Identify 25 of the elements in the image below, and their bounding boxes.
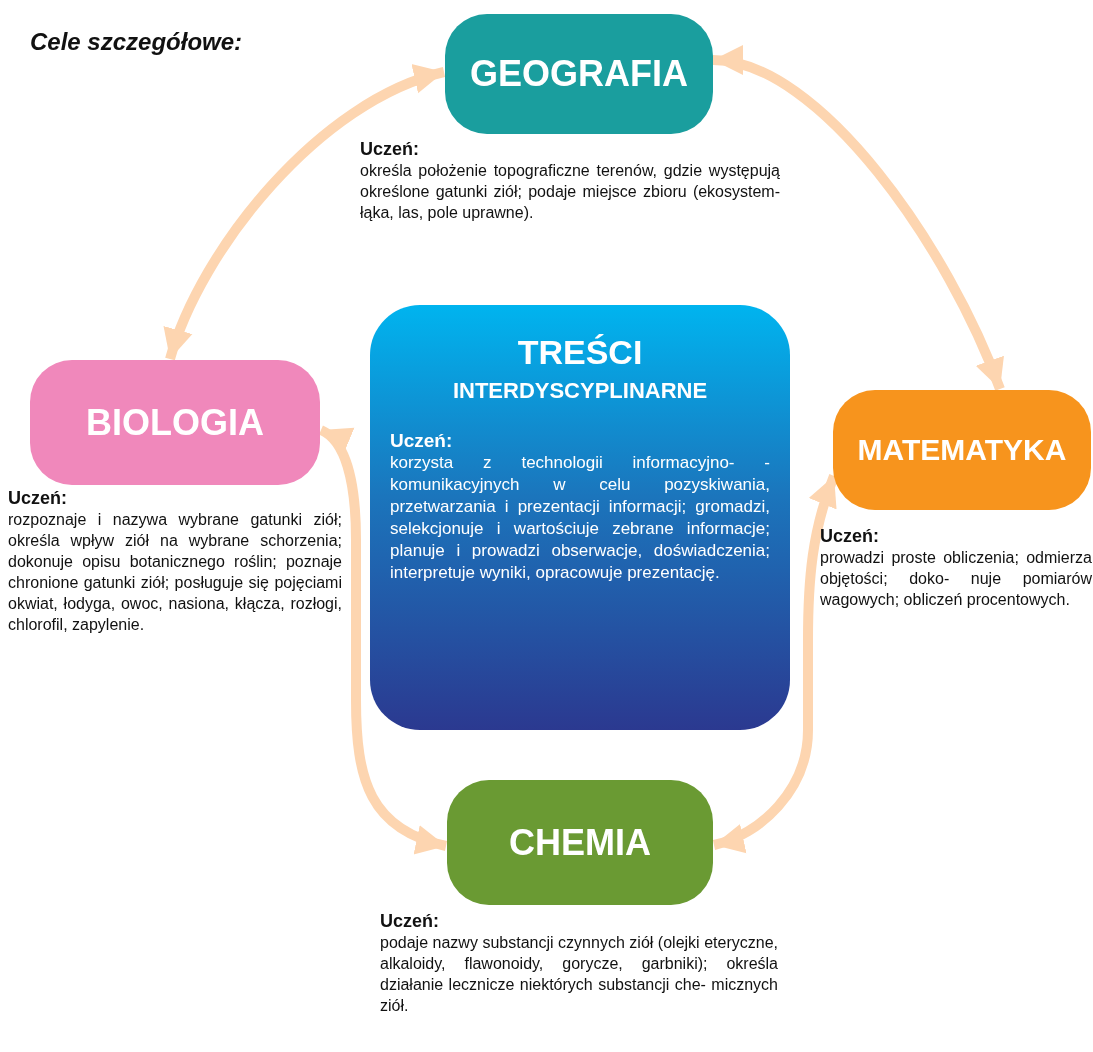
double-arrow (165, 66, 446, 361)
diagram-title: Cele szczegółowe: (30, 28, 243, 56)
subject-box (445, 14, 713, 134)
double-arrow (712, 474, 839, 852)
description-text: prowadzi proste obliczenia; odmierza objętości; doko- nuje pomiarów wagowych; obliczeń procentowych. (820, 548, 1092, 610)
subject-name: BIOLOGIA (86, 401, 264, 444)
description-text: rozpoznaje i nazywa wybrane gatunki ziół; określa wpływ ziół na wybrane schorzenia; dokonuje opisu botanicznego roślin; poznaje chronione gatunki ziół; posługuje się pojęciami okwiat, łodyga, owoc, nasiona, kłącza, rozłogi, chlorofil, zapylenie. (8, 510, 342, 635)
panel-title: TREŚCI (517, 333, 643, 372)
double-arrow (318, 425, 448, 853)
subject-box (833, 390, 1091, 510)
content-panel (370, 305, 790, 730)
subject-box (30, 360, 320, 485)
description-text: określa położenie topograficzne terenów, gdzie występują określone gatunki ziół; podaje miejsce zbioru (ekosystem- łąka, las, pole uprawne). (360, 161, 780, 223)
description-text: podaje nazwy substancji czynnych ziół (olejki eteryczne, alkaloidy, flawonoidy, gorycze, garbniki); określa działanie lecznicze niektórych substancji che- micznych ziół. (380, 933, 778, 1016)
subject-name: CHEMIA (509, 821, 651, 864)
subject-name: GEOGRAFIA (470, 53, 688, 95)
description-heading: Uczeń: (8, 487, 68, 509)
subject-name: MATEMATYKA (857, 433, 1067, 467)
subject-box (447, 780, 713, 905)
panel-subtitle: INTERDYSCYPLINARNE (452, 378, 708, 404)
description-heading: Uczeń: (360, 138, 420, 160)
description-heading: Uczeń: (380, 910, 440, 932)
description-text: korzysta z technologii informacyjno- -komunikacyjnych w celu pozyskiwania, przetwarzania i prezentacji informacji; gromadzi, selekcjonuje i wartościuje zebrane informacje; planuje i prowadzi obserwacje, doświadczenia; interpretuje wyniki, opracowuje prezentację. (390, 452, 770, 584)
description-heading: Uczeń: (820, 525, 880, 547)
panel-heading: Uczeń: (390, 430, 454, 452)
